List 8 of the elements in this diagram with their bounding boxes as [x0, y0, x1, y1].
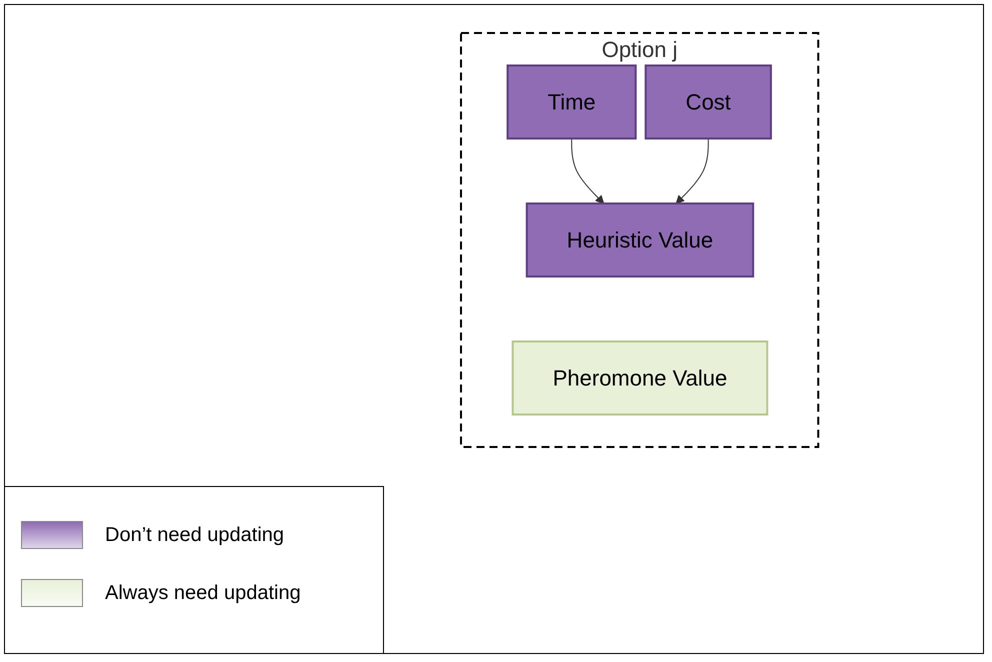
node-box [645, 64, 772, 140]
node-box [506, 64, 638, 140]
arrow [676, 138, 710, 204]
legend-text: Always need updating [105, 582, 301, 604]
arrow [572, 138, 605, 204]
node-box [512, 340, 769, 416]
node-box [526, 202, 754, 278]
legend-text: Don’t need updating [105, 524, 284, 546]
